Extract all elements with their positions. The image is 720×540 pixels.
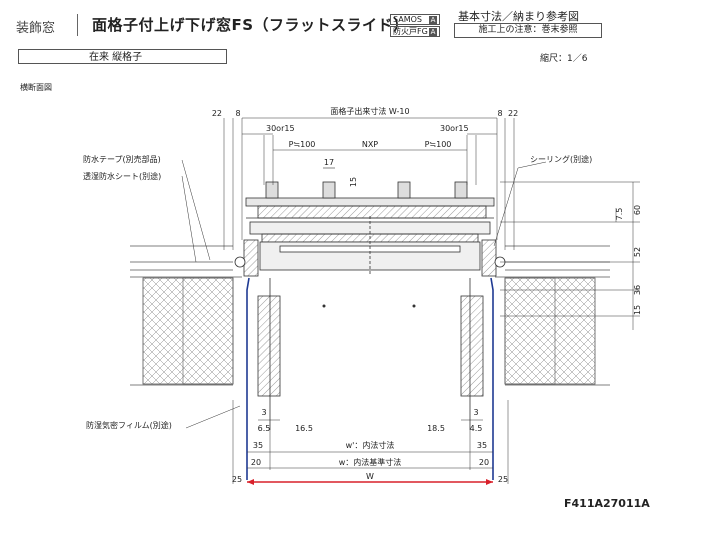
dim-4-5: 4.5: [470, 424, 483, 433]
drawing-subtitle: 基本寸法／納まり参考図: [458, 10, 579, 23]
category-label: 装飾窓: [16, 21, 56, 36]
type-label: 在来 縦格子: [18, 49, 227, 64]
dim-inner-std: w：内法基準寸法: [339, 457, 402, 467]
construction-note: 施工上の注意：巻末参照: [454, 23, 602, 38]
fireproof-badge: 防火戸FG A: [390, 26, 440, 37]
samos-badge-mark: A: [429, 16, 437, 24]
dim-8-left: 8: [235, 109, 240, 118]
label-vapor-film: 防湿気密フィルム(別途): [86, 420, 172, 430]
dim-22-left: 22: [212, 109, 222, 118]
dim-15-top: 15: [349, 177, 358, 187]
label-sealing: シーリング(別途): [530, 154, 592, 164]
dim-3-left: 3: [261, 408, 266, 417]
samos-badge-text: SAMOS: [393, 15, 422, 24]
wall-left: [130, 245, 242, 386]
dim-30or15-left: 30or15: [266, 124, 295, 133]
scale-label: 縮尺：1／6: [540, 54, 588, 64]
dim-25-right: 25: [498, 475, 508, 484]
dim-15-right: 15: [633, 305, 642, 315]
page-title: 面格子付上げ下げ窓FS（フラットスライド）: [92, 16, 409, 34]
dim-inner-w: w'：内法寸法: [346, 440, 395, 450]
dim-35-right: 35: [477, 441, 487, 450]
window-frame: [234, 216, 506, 277]
grille: [245, 181, 495, 219]
dim-20-left: 20: [251, 458, 261, 467]
dim-18-5: 18.5: [427, 424, 445, 433]
dim-16-5: 16.5: [295, 424, 313, 433]
dim-36: 36: [633, 285, 642, 295]
casing-left: [257, 295, 281, 397]
dim-grille-width: 面格子出来寸法 W-10: [330, 106, 409, 116]
drawing-code: F411A27011A: [564, 497, 650, 510]
label-moisture-sheet: 透湿防水シート(別途): [83, 171, 161, 181]
dim-3-right: 3: [473, 408, 478, 417]
fireproof-badge-text: 防火戸FG: [393, 27, 428, 36]
dim-35-left: 35: [253, 441, 263, 450]
dim-8-right: 8: [497, 109, 502, 118]
label-waterproof-tape: 防水テープ(別売部品): [83, 154, 161, 164]
dim-30or15-right: 30or15: [440, 124, 469, 133]
dim-17: 17: [324, 158, 334, 167]
vapor-film-outline: [246, 277, 494, 480]
dim-52: 52: [633, 247, 642, 257]
dim-6-5: 6.5: [258, 424, 271, 433]
dim-20-right: 20: [479, 458, 489, 467]
dim-p-left: P≒100: [289, 140, 316, 149]
dim-nxp: NXP: [362, 140, 378, 149]
header-divider: [77, 14, 78, 36]
samos-badge: SAMOS A: [390, 14, 440, 25]
dim-60: 60: [633, 205, 642, 215]
casing-right: [460, 295, 484, 397]
dim-7-5: 7.5: [615, 208, 624, 221]
section-label: 横断面図: [20, 83, 52, 92]
dim-p-right: P≒100: [425, 140, 452, 149]
fireproof-badge-mark: A: [429, 28, 437, 36]
dim-25-left: 25: [232, 475, 242, 484]
dim-w: W: [366, 472, 374, 481]
dim-22-right: 22: [508, 109, 518, 118]
